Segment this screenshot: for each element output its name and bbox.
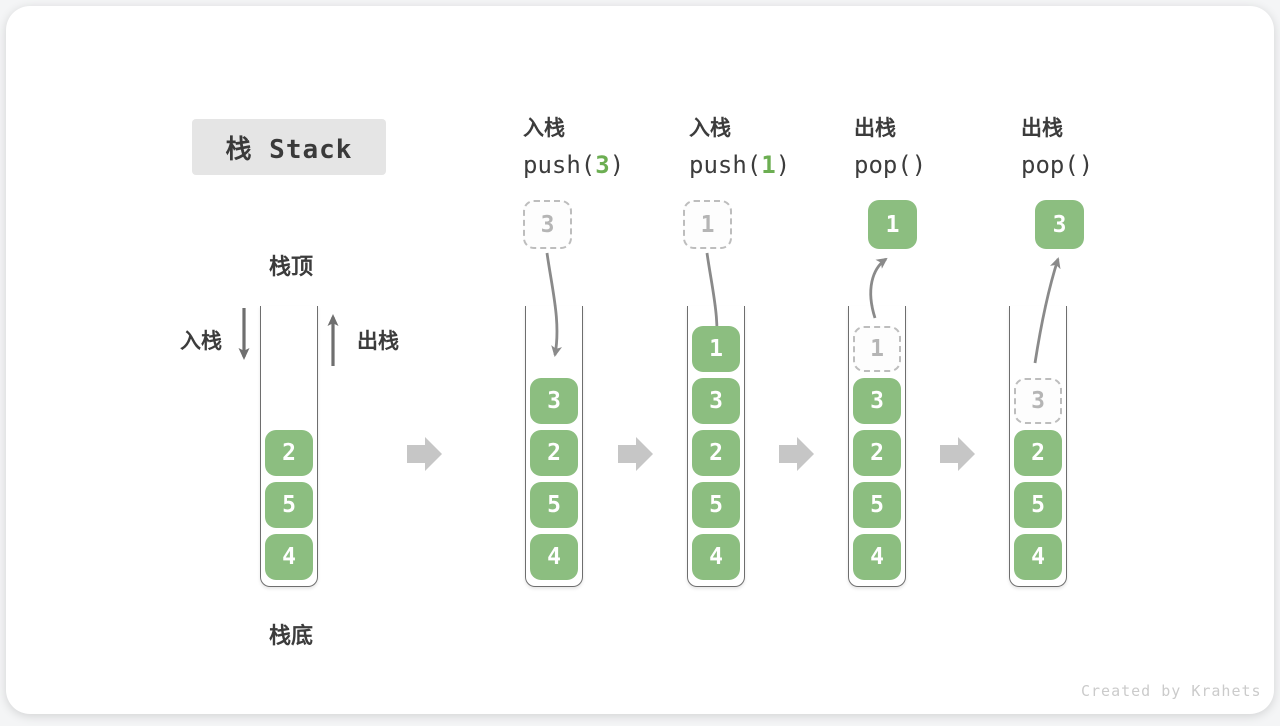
title-text: 栈 Stack (225, 134, 353, 165)
stack-element: 5 (265, 482, 313, 528)
operation-label-pop-second: 出栈 pop() (1021, 112, 1171, 179)
popped-element: 3 (1035, 200, 1084, 249)
popped-slot-ghost: 3 (1014, 378, 1062, 424)
operation-label-pop-first: 出栈 pop() (854, 112, 1004, 179)
stack-element: 2 (853, 430, 901, 476)
stack-element: 2 (692, 430, 740, 476)
code-argument: 1 (761, 151, 776, 179)
stack-element: 4 (265, 534, 313, 580)
diagram-card: 栈 Stack 入栈 push(3) 入栈 push(1) 出栈 pop() 出… (6, 6, 1274, 714)
operation-label-push-1: 入栈 push(1) (689, 112, 839, 179)
stack-well-after-pop-3 (1009, 306, 1067, 587)
stack-element: 5 (1014, 482, 1062, 528)
popped-element: 1 (868, 200, 917, 249)
stack-element: 4 (692, 534, 740, 580)
incoming-element-ghost: 1 (683, 200, 732, 249)
title-badge: 栈 Stack (192, 119, 386, 175)
transition-arrow-icon (407, 437, 442, 471)
stack-well-after-pop-1 (848, 306, 906, 587)
transition-arrow-icon (940, 437, 975, 471)
operation-label-push-3: 入栈 push(3) (523, 112, 673, 179)
stack-well-after-push-3 (525, 306, 583, 587)
operation-code: pop() (854, 151, 927, 179)
stack-element: 3 (692, 378, 740, 424)
code-argument: 3 (595, 151, 610, 179)
operation-action: 出栈 (1021, 117, 1063, 140)
operation-action: 入栈 (689, 117, 731, 140)
stack-element: 4 (530, 534, 578, 580)
transition-arrow-icon (779, 437, 814, 471)
incoming-element-ghost: 3 (523, 200, 572, 249)
stack-element: 5 (853, 482, 901, 528)
watermark: Created by Krahets (1081, 682, 1262, 700)
stack-well-initial (260, 306, 318, 587)
push-side-label: 入栈 (180, 330, 222, 353)
operation-code: push(3) (523, 151, 625, 179)
stack-element: 3 (530, 378, 578, 424)
operation-action: 入栈 (523, 117, 565, 140)
stack-element: 1 (692, 326, 740, 372)
popped-slot-ghost: 1 (853, 326, 901, 372)
operation-action: 出栈 (854, 117, 896, 140)
stack-element: 5 (530, 482, 578, 528)
stack-element: 2 (265, 430, 313, 476)
operation-code: pop() (1021, 151, 1094, 179)
stack-element: 2 (1014, 430, 1062, 476)
stack-element: 3 (853, 378, 901, 424)
transition-arrow-icon (618, 437, 653, 471)
stack-element: 5 (692, 482, 740, 528)
stack-element: 4 (853, 534, 901, 580)
stack-element: 2 (530, 430, 578, 476)
stack-top-label: 栈顶 (268, 254, 313, 279)
pop-side-label: 出栈 (357, 330, 399, 353)
stack-bottom-label: 栈底 (268, 623, 313, 648)
stack-element: 4 (1014, 534, 1062, 580)
stack-well-after-push-1 (687, 306, 745, 587)
operation-code: push(1) (689, 151, 791, 179)
